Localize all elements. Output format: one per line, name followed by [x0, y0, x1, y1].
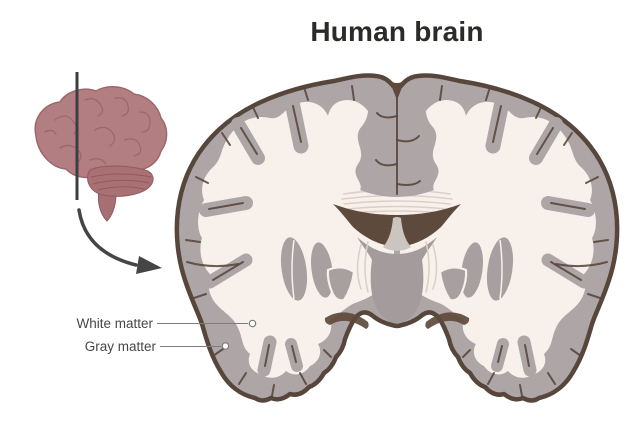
white-matter-pointer [157, 319, 257, 328]
third-ventricle [383, 217, 411, 251]
medial-cortex-band [355, 80, 439, 197]
coronal-section [174, 73, 620, 400]
thalamus [357, 237, 437, 323]
cerebellum [87, 165, 154, 197]
white-matter-label: White matter [76, 316, 153, 331]
gray-matter-pointer [160, 342, 230, 350]
page-title: Human brain [310, 16, 484, 47]
curved-arrow-icon [77, 208, 162, 274]
brainstem [97, 189, 117, 222]
mini-brain-icon [34, 72, 168, 222]
gray-matter-label: Gray matter [84, 339, 156, 354]
